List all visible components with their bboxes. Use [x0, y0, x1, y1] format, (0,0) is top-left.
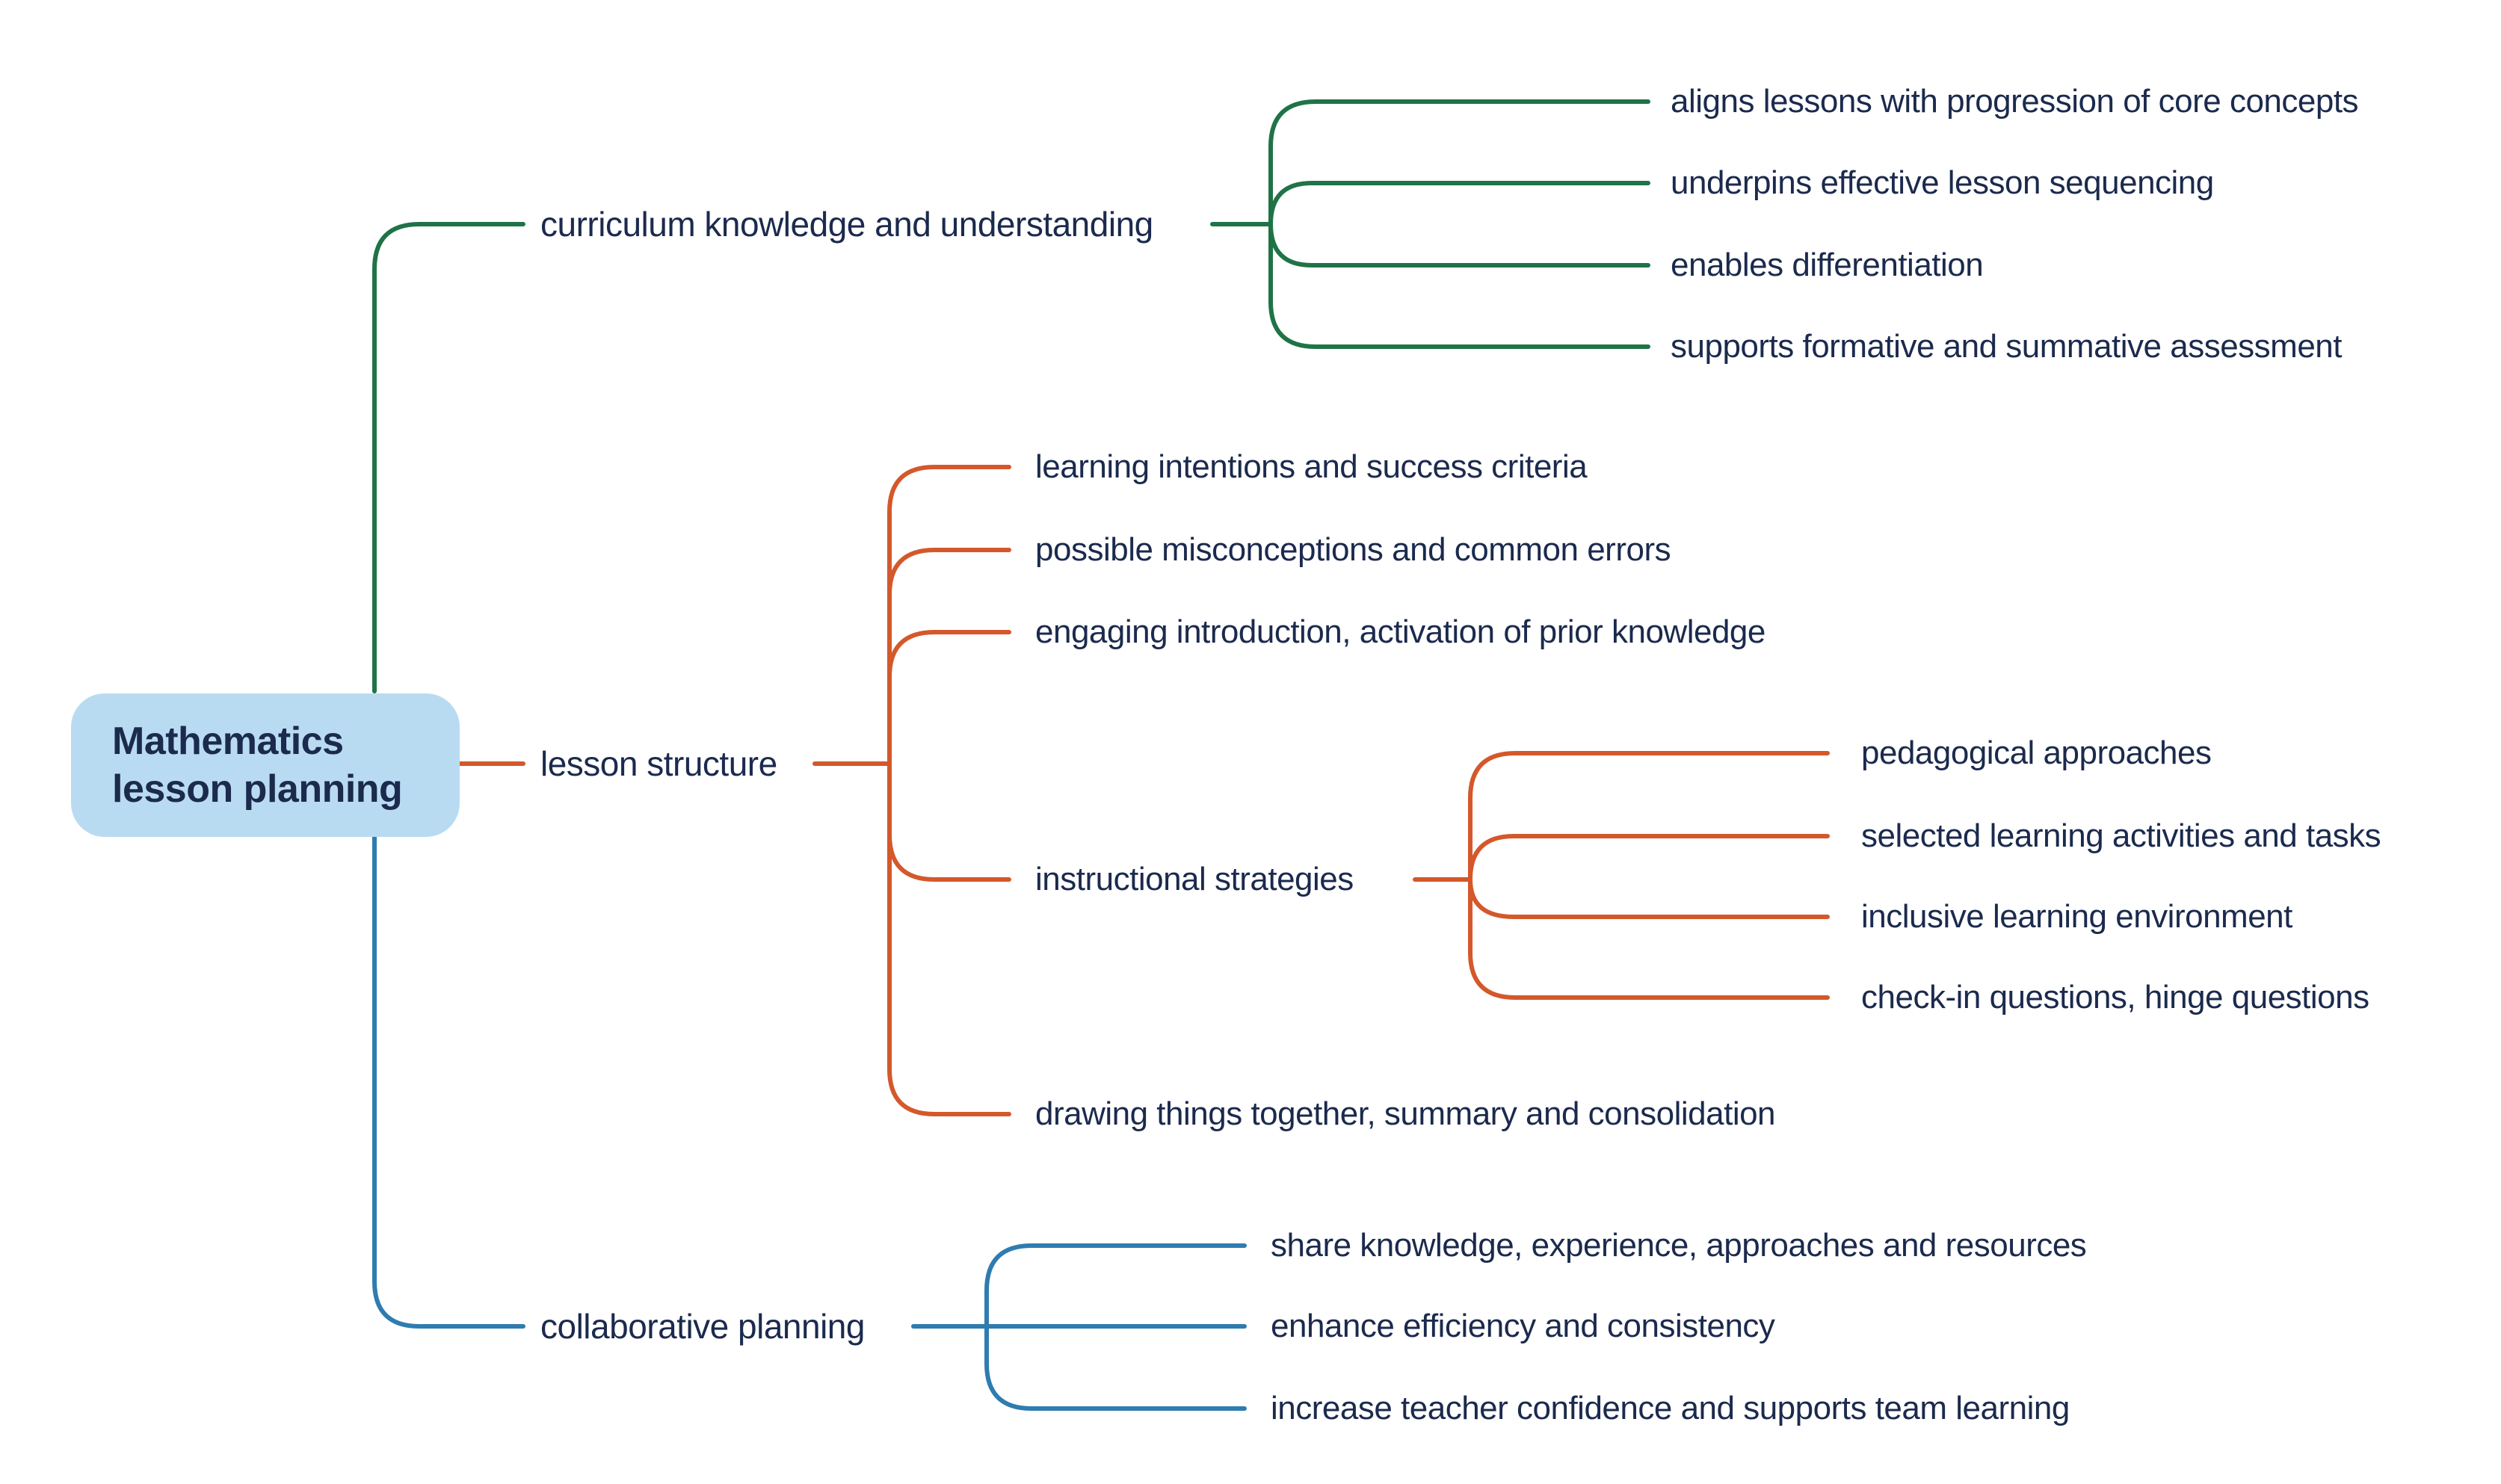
node-increase-teacher-confidence-team-learning[interactable]: increase teacher confidence and supports…	[1271, 1390, 2070, 1426]
node-supports-formative-and-summative-assessment[interactable]: supports formative and summative assessm…	[1671, 328, 2343, 365]
curriculum-child-line-supports	[1268, 222, 1650, 349]
lesson-child-line-instructional	[887, 761, 1011, 882]
instructional-child-line-pedagogical	[1468, 751, 1830, 882]
node-possible-misconceptions-and-common-errors[interactable]: possible misconceptions and common error…	[1035, 531, 1671, 568]
lesson-child-line-drawing	[887, 761, 1011, 1116]
lesson-child-line-misconceptions	[887, 548, 1011, 766]
node-selected-learning-activities-and-tasks[interactable]: selected learning activities and tasks	[1861, 817, 2381, 854]
root-node-label-line-1: Mathematics	[112, 719, 344, 763]
root-node-label-line-2: lesson planning	[112, 767, 403, 811]
collaborative-child-line-share	[984, 1243, 1247, 1329]
curriculum-trunk-line	[372, 222, 525, 693]
node-checkin-questions-hinge-questions[interactable]: check-in questions, hinge questions	[1861, 979, 2369, 1015]
collaborative-trunk-line	[372, 835, 525, 1329]
node-collaborative-planning[interactable]: collaborative planning	[540, 1307, 865, 1346]
curriculum-child-line-underpins	[1268, 181, 1650, 226]
lesson-child-line-introduction	[887, 630, 1011, 766]
node-drawing-things-together-summary[interactable]: drawing things together, summary and con…	[1035, 1095, 1776, 1132]
node-pedagogical-approaches[interactable]: pedagogical approaches	[1861, 735, 2212, 771]
node-learning-intentions-and-success-criteria[interactable]: learning intentions and success criteria	[1035, 448, 1588, 485]
node-share-knowledge-experience-approaches-resources[interactable]: share knowledge, experience, approaches …	[1271, 1227, 2087, 1264]
node-instructional-strategies[interactable]: instructional strategies	[1035, 861, 1354, 897]
instructional-child-line-inclusive	[1468, 877, 1830, 919]
instructional-child-line-checkin	[1468, 877, 1830, 1000]
node-curriculum-knowledge-and-understanding[interactable]: curriculum knowledge and understanding	[540, 205, 1153, 244]
node-inclusive-learning-environment[interactable]: inclusive learning environment	[1861, 898, 2292, 935]
node-lesson-structure[interactable]: lesson structure	[540, 744, 777, 783]
node-enhance-efficiency-and-consistency[interactable]: enhance efficiency and consistency	[1271, 1308, 1775, 1344]
lesson-child-line-intentions	[887, 465, 1011, 766]
node-engaging-introduction-prior-knowledge[interactable]: engaging introduction, activation of pri…	[1035, 613, 1765, 650]
curriculum-child-line-aligns	[1268, 99, 1650, 226]
collaborative-child-line-confidence	[984, 1324, 1247, 1411]
curriculum-child-line-enables	[1268, 222, 1650, 268]
instructional-child-line-activities	[1468, 834, 1830, 882]
node-underpins-effective-lesson-sequencing[interactable]: underpins effective lesson sequencing	[1671, 164, 2214, 201]
root-node[interactable]: Mathematics lesson planning	[71, 693, 460, 837]
node-aligns-lessons-with-progression[interactable]: aligns lessons with progression of core …	[1671, 83, 2359, 120]
node-enables-differentiation[interactable]: enables differentiation	[1671, 247, 1984, 283]
